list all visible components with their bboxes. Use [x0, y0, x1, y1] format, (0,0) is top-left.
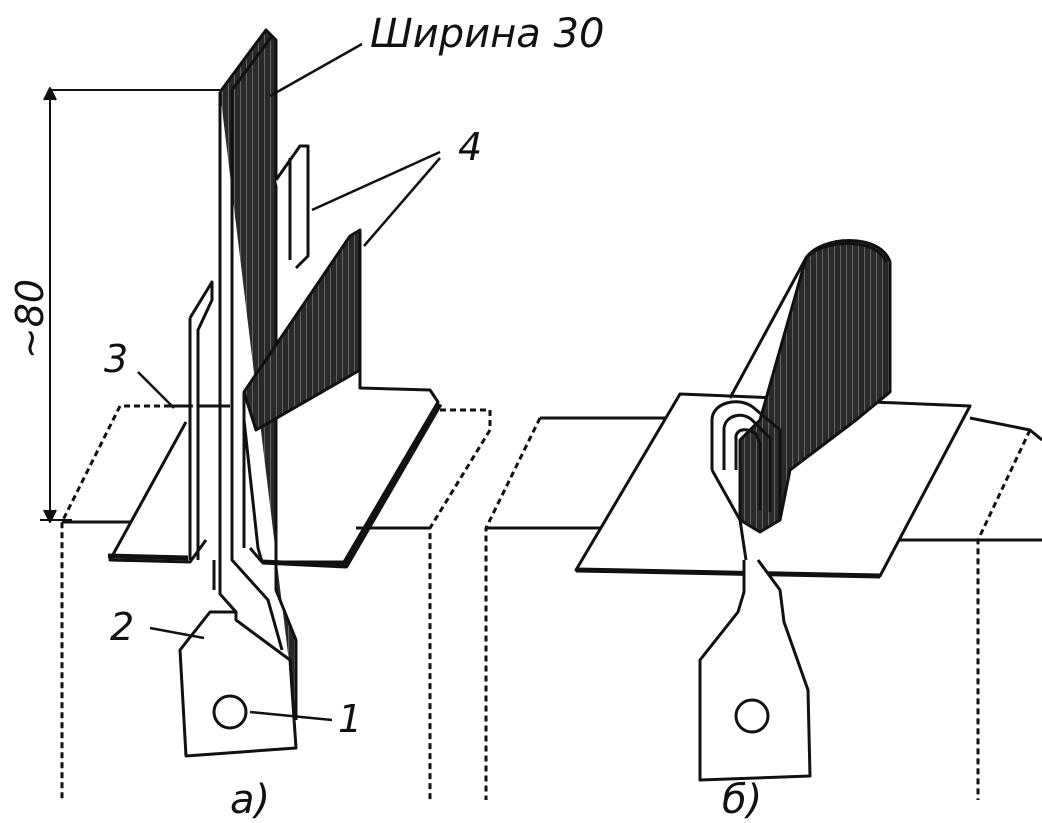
caption-a: а) [230, 777, 271, 823]
rolled-conductor [710, 239, 892, 561]
leader-lines-a [137, 42, 441, 722]
caption-b: б) [722, 777, 763, 823]
plate-4-middle [274, 144, 310, 270]
part-1-label: 1 [338, 697, 363, 741]
lug-hole-a [212, 694, 248, 730]
base-block-left [60, 404, 492, 800]
part-4-label: 4 [458, 125, 483, 169]
terminal-lug-a [178, 610, 298, 758]
view-b [484, 239, 1042, 800]
width-label: Ширина 30 [370, 11, 605, 57]
sheet-3 [108, 421, 208, 564]
part-3-label: 3 [104, 337, 129, 381]
terminal-lug-b [698, 559, 812, 782]
dimension-label: ~80 [8, 278, 53, 360]
base-block-right [484, 416, 1042, 800]
dimension-80 [40, 87, 220, 523]
view-a [40, 28, 492, 800]
plate-4-right [242, 228, 443, 569]
lug-hole-b [734, 698, 770, 734]
part-2-label: 2 [110, 605, 135, 649]
